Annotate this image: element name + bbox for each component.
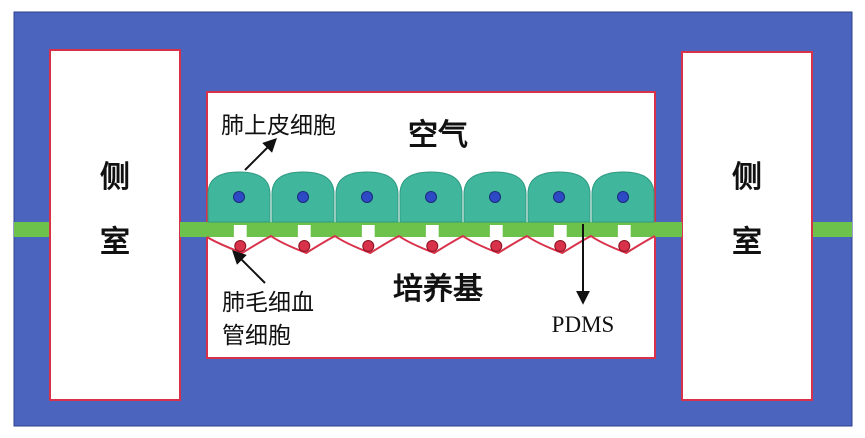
pdms-membrane-right-segment: [812, 222, 852, 237]
membrane-pore: [489, 225, 503, 237]
epithelial-nucleus: [361, 191, 373, 203]
endothelial-cell: [554, 240, 567, 252]
culture-medium-label: 培养基: [393, 272, 483, 307]
epithelial-nucleus: [617, 191, 629, 203]
epithelial-nucleus: [425, 191, 437, 203]
endothelial-cell: [490, 240, 503, 252]
left-chamber-label-1: 侧: [100, 160, 130, 195]
pdms-membrane-left-segment: [14, 222, 50, 237]
pdms-label: PDMS: [552, 312, 615, 337]
endothelial-cell: [426, 240, 439, 252]
right-side-chamber: [681, 51, 813, 401]
capillary-arrow: [232, 250, 266, 284]
cells-layer: [206, 171, 656, 255]
capillary-cell-label-2: 管细胞: [222, 323, 291, 349]
epithelial-nucleus: [553, 191, 565, 203]
right-chamber-label-1: 侧: [732, 160, 762, 195]
epithelial-arrow: [244, 138, 277, 171]
epithelial-nucleus: [233, 191, 245, 203]
membrane-pore: [233, 225, 247, 237]
membrane-pore: [617, 225, 631, 237]
epithelial-cell-label: 肺上皮细胞: [221, 113, 336, 139]
membrane-pore: [297, 225, 311, 237]
left-chamber-label-2: 室: [100, 225, 130, 260]
capillary-cell-label-1: 肺毛细血: [222, 290, 314, 316]
left-side-chamber: [49, 49, 181, 401]
endothelial-layer-outline: [206, 234, 656, 255]
membrane-pore: [425, 225, 439, 237]
membrane-pore: [553, 225, 567, 237]
epithelial-nucleus: [489, 191, 501, 203]
endothelial-cell: [234, 240, 247, 252]
membrane-pore: [361, 225, 375, 237]
right-chamber-label-2: 室: [732, 225, 762, 260]
endothelial-cell: [298, 240, 311, 252]
air-label: 空气: [408, 118, 468, 153]
epithelial-nucleus: [297, 191, 309, 203]
endothelial-cell: [618, 240, 631, 252]
endothelial-cell: [362, 240, 375, 252]
